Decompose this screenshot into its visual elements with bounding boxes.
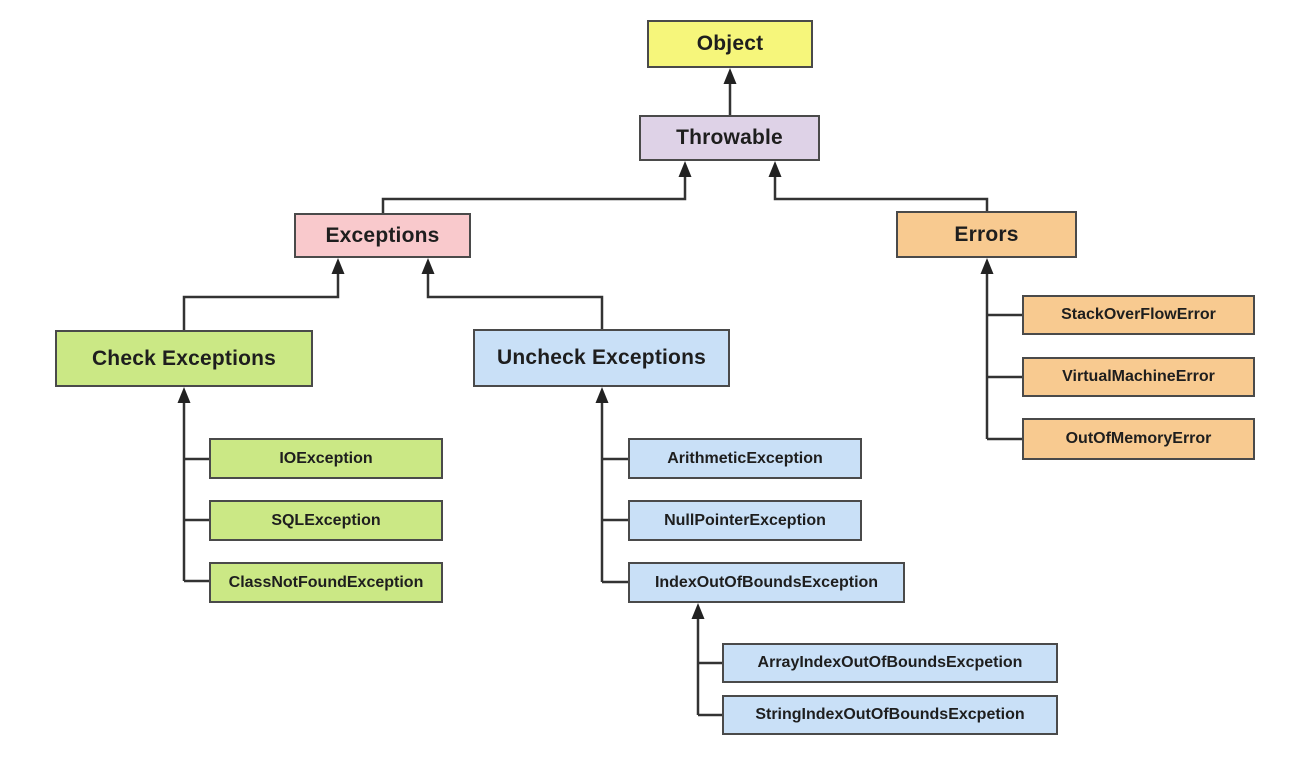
edge-exceptions-to-throwable [381,161,692,213]
trunk-index-out-of-bounds-children [691,603,722,717]
trunk-errors-children [980,258,1022,441]
node-array-index-out-of-bounds-excpetion: ArrayIndexOutOfBoundsExcpetion [722,643,1058,683]
edge-throwable-to-object [723,68,737,115]
node-index-out-of-bounds-exception: IndexOutOfBoundsException [628,562,905,603]
node-class-not-found-exception: ClassNotFoundException [209,562,443,603]
edge-errors-to-throwable [768,161,989,211]
node-errors: Errors [896,211,1077,258]
node-virtual-machine-error: VirtualMachineError [1022,357,1255,397]
node-check-exceptions: Check Exceptions [55,330,313,387]
node-object: Object [647,20,813,68]
node-throwable: Throwable [639,115,820,161]
edge-uncheck-exceptions-to-exceptions [421,258,604,329]
node-io-exception: IOException [209,438,443,479]
node-null-pointer-exception: NullPointerException [628,500,862,541]
node-exceptions: Exceptions [294,213,471,258]
node-arithmetic-exception: ArithmeticException [628,438,862,479]
trunk-uncheck-exceptions-children [595,387,628,584]
node-stack-overflow-error: StackOverFlowError [1022,295,1255,335]
node-uncheck-exceptions: Uncheck Exceptions [473,329,730,387]
node-out-of-memory-error: OutOfMemoryError [1022,418,1255,460]
edge-check-exceptions-to-exceptions [182,258,345,330]
node-string-index-out-of-bounds-excpetion: StringIndexOutOfBoundsExcpetion [722,695,1058,735]
node-sql-exception: SQLException [209,500,443,541]
trunk-check-exceptions-children [177,387,209,583]
